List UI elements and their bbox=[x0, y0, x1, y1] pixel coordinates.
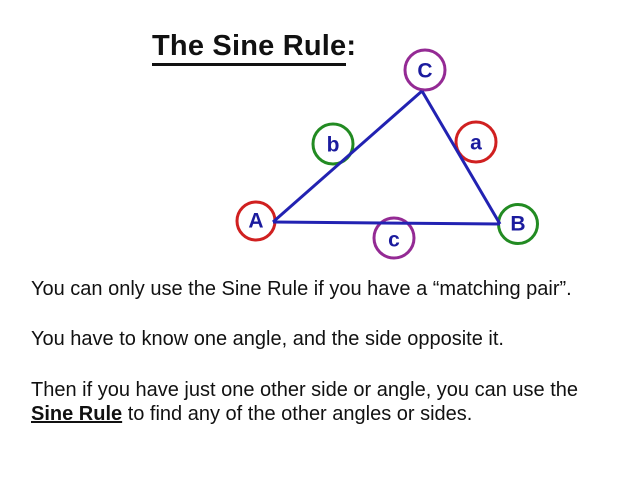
paragraph-know-one-angle: You have to know one angle, and the side… bbox=[31, 328, 504, 350]
title-colon: : bbox=[346, 30, 357, 62]
side-c-ring bbox=[372, 216, 416, 260]
sine-rule-emphasis: Sine Rule bbox=[31, 403, 123, 425]
vertex-a-label: A bbox=[248, 210, 263, 233]
title-underlined-text: The Sine Rule bbox=[152, 30, 347, 66]
side-a-ring bbox=[454, 120, 498, 164]
side-c-label: c bbox=[388, 229, 400, 252]
vertex-c-label: C bbox=[417, 60, 432, 83]
paragraph-matching-pair: You can only use the Sine Rule if you ha… bbox=[31, 278, 572, 300]
side-b-ring bbox=[311, 122, 355, 166]
side-b-label: b bbox=[327, 134, 340, 157]
paragraph-then-if-before: Then if you have just one other side or … bbox=[31, 379, 579, 401]
side-c-line-ab bbox=[272, 220, 501, 226]
paragraph-then-if: Then if you have just one other side or … bbox=[31, 378, 591, 426]
side-a-label: a bbox=[470, 132, 482, 155]
page-title: The Sine Rule: bbox=[152, 30, 357, 66]
side-b-line-ac bbox=[272, 89, 423, 224]
vertex-c-ring bbox=[403, 48, 447, 92]
vertex-b-label: B bbox=[510, 213, 525, 236]
side-a-line-cb bbox=[420, 90, 502, 225]
paragraph-then-if-after: to find any of the other angles or sides… bbox=[122, 403, 473, 425]
